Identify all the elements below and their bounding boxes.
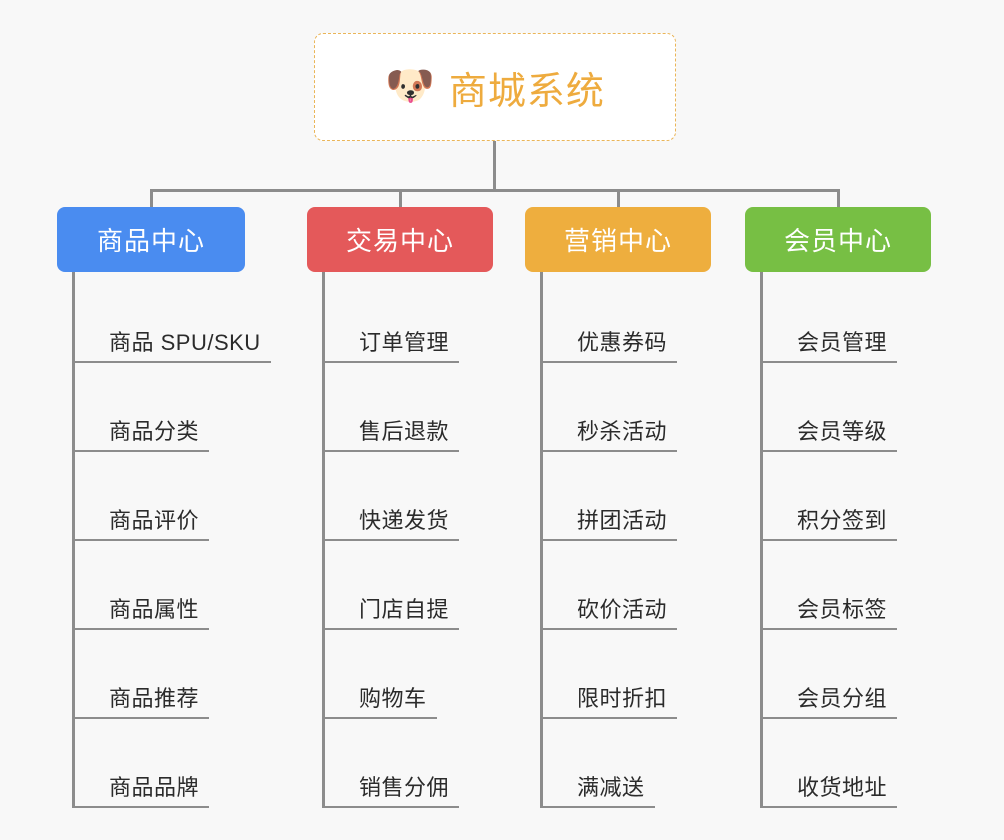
category-column-member: 会员中心 会员管理 会员等级 积分签到 会员标签 会员分组 收货地址 <box>745 207 975 808</box>
category-box-product[interactable]: 商品中心 <box>57 207 245 272</box>
leaf-label: 购物车 <box>359 686 427 711</box>
leaf-label: 优惠券码 <box>577 330 668 355</box>
list-item[interactable]: 会员等级 <box>763 363 975 452</box>
list-item[interactable]: 销售分佣 <box>325 719 537 808</box>
category-label-member: 会员中心 <box>783 226 892 256</box>
list-item[interactable]: 订单管理 <box>325 274 537 363</box>
leaf-label: 砍价活动 <box>577 597 668 622</box>
connector-drop-marketing <box>617 189 620 208</box>
leaf-label: 满减送 <box>577 775 645 800</box>
connector-drop-product <box>150 189 153 208</box>
list-item[interactable]: 快递发货 <box>325 452 537 541</box>
connector-horizontal-bus <box>150 189 840 192</box>
list-item[interactable]: 砍价活动 <box>543 541 755 630</box>
leaf-label: 订单管理 <box>359 330 450 355</box>
leaf-label: 会员等级 <box>797 419 888 444</box>
root-node-shop-system[interactable]: 🐶 商城系统 <box>314 33 676 141</box>
leaf-label: 商品品牌 <box>109 775 200 800</box>
list-item[interactable]: 积分签到 <box>763 452 975 541</box>
connector-drop-member <box>837 189 840 208</box>
list-item[interactable]: 优惠券码 <box>543 274 755 363</box>
list-item[interactable]: 拼团活动 <box>543 452 755 541</box>
leaf-list-member: 会员管理 会员等级 积分签到 会员标签 会员分组 收货地址 <box>760 272 975 808</box>
list-item[interactable]: 商品 SPU/SKU <box>75 274 287 363</box>
category-columns: 商品中心 商品 SPU/SKU 商品分类 商品评价 商品属性 商品推荐 商品品牌… <box>0 207 1004 827</box>
list-item[interactable]: 限时折扣 <box>543 630 755 719</box>
leaf-label: 限时折扣 <box>577 686 668 711</box>
leaf-label: 会员分组 <box>797 686 888 711</box>
category-column-marketing: 营销中心 优惠券码 秒杀活动 拼团活动 砍价活动 限时折扣 满减送 <box>525 207 755 808</box>
list-item[interactable]: 售后退款 <box>325 363 537 452</box>
list-item[interactable]: 满减送 <box>543 719 755 808</box>
leaf-label: 商品属性 <box>109 597 200 622</box>
leaf-label: 拼团活动 <box>577 508 668 533</box>
list-item[interactable]: 会员分组 <box>763 630 975 719</box>
leaf-label: 商品 SPU/SKU <box>109 330 261 355</box>
list-item[interactable]: 会员管理 <box>763 274 975 363</box>
list-item[interactable]: 会员标签 <box>763 541 975 630</box>
list-item[interactable]: 购物车 <box>325 630 537 719</box>
leaf-label: 会员管理 <box>797 330 888 355</box>
leaf-list-product: 商品 SPU/SKU 商品分类 商品评价 商品属性 商品推荐 商品品牌 <box>72 272 287 808</box>
list-item[interactable]: 商品评价 <box>75 452 287 541</box>
leaf-list-trade: 订单管理 售后退款 快递发货 门店自提 购物车 销售分佣 <box>322 272 537 808</box>
leaf-label: 商品分类 <box>109 419 200 444</box>
root-node-title: 商城系统 <box>448 70 605 113</box>
leaf-label: 收货地址 <box>797 775 888 800</box>
list-item[interactable]: 商品属性 <box>75 541 287 630</box>
category-box-member[interactable]: 会员中心 <box>745 207 931 272</box>
leaf-label: 门店自提 <box>359 597 450 622</box>
category-box-trade[interactable]: 交易中心 <box>307 207 493 272</box>
list-item[interactable]: 商品推荐 <box>75 630 287 719</box>
category-box-marketing[interactable]: 营销中心 <box>525 207 711 272</box>
list-item[interactable]: 商品品牌 <box>75 719 287 808</box>
list-item[interactable]: 秒杀活动 <box>543 363 755 452</box>
leaf-label: 商品推荐 <box>109 686 200 711</box>
leaf-label: 秒杀活动 <box>577 419 668 444</box>
category-column-trade: 交易中心 订单管理 售后退款 快递发货 门店自提 购物车 销售分佣 <box>307 207 537 808</box>
leaf-list-marketing: 优惠券码 秒杀活动 拼团活动 砍价活动 限时折扣 满减送 <box>540 272 755 808</box>
leaf-label: 快递发货 <box>359 508 450 533</box>
category-label-product: 商品中心 <box>96 226 205 256</box>
leaf-label: 销售分佣 <box>359 775 450 800</box>
leaf-label: 售后退款 <box>359 419 450 444</box>
list-item[interactable]: 门店自提 <box>325 541 537 630</box>
category-label-marketing: 营销中心 <box>563 226 672 256</box>
list-item[interactable]: 收货地址 <box>763 719 975 808</box>
leaf-label: 商品评价 <box>109 508 200 533</box>
dog-face-icon: 🐶 <box>385 64 435 108</box>
list-item[interactable]: 商品分类 <box>75 363 287 452</box>
leaf-label: 积分签到 <box>797 508 888 533</box>
leaf-label: 会员标签 <box>797 597 888 622</box>
category-column-product: 商品中心 商品 SPU/SKU 商品分类 商品评价 商品属性 商品推荐 商品品牌 <box>57 207 287 808</box>
category-label-trade: 交易中心 <box>345 226 454 256</box>
connector-drop-trade <box>399 189 402 208</box>
connector-root-vertical <box>493 141 496 191</box>
